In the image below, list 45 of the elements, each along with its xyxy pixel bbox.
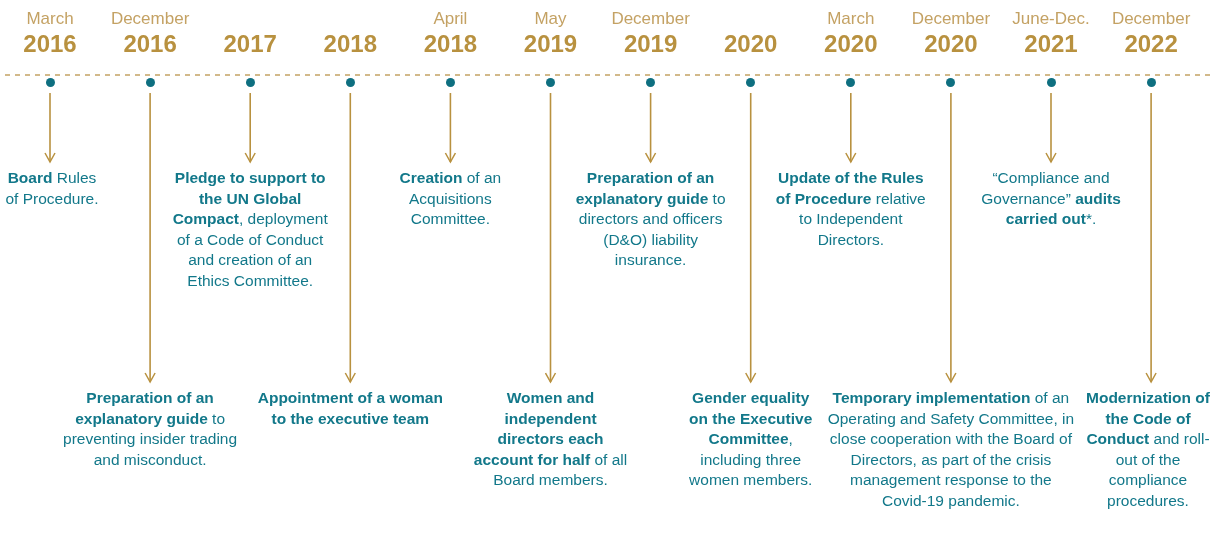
month-label: December [611, 8, 690, 30]
arrow [744, 92, 757, 383]
arrow [344, 92, 357, 383]
month-label: December [1111, 8, 1191, 30]
event-description: Women and independent directors each account for half of all Board members. [472, 388, 629, 490]
arrow [1145, 92, 1157, 383]
year-label: 2021 [1024, 30, 1078, 58]
month-label: December [911, 8, 991, 30]
arrow [544, 92, 557, 383]
event-description: Preparation of an explanatory guide to preventing insider trading and misconduct. [62, 388, 239, 470]
arrow [1045, 92, 1057, 163]
arrow [44, 92, 56, 163]
month-label: March [827, 8, 875, 30]
month-label: June-Dec. [1012, 8, 1090, 30]
arrow [244, 92, 256, 163]
event-description: “Compliance and Governance” audits carried out*. [980, 168, 1122, 229]
year-label: 2016 [123, 30, 177, 58]
year-label: 2019 [523, 30, 578, 58]
year-label: 2019 [623, 30, 678, 58]
arrow [945, 92, 957, 383]
year-label: 2016 [23, 30, 77, 58]
month-label: March [26, 8, 74, 30]
event-description: Pledge to support to the UN Global Compact, deployment of a Code of Conduct and creation of an Ethics Committee. [171, 168, 329, 291]
event-description: Modernization of the Code of Conduct and roll-out of the compliance procedures. [1085, 388, 1211, 511]
event-description: Creation of an Acquisitions Committee. [398, 168, 503, 229]
event-description: Update of the Rules of Procedure relative to Independent Directors. [774, 168, 927, 250]
arrow [644, 92, 657, 163]
event-description: Appointment of a woman to the executive team [256, 388, 444, 429]
year-label: 2020 [924, 30, 978, 58]
year-label: 2022 [1124, 30, 1178, 58]
year-label: 2017 [223, 30, 277, 58]
event-description: Gender equality on the Executive Committee, including three women members. [688, 388, 814, 490]
year-label: 2020 [824, 30, 878, 58]
year-label: 2018 [423, 30, 478, 58]
arrow [444, 92, 457, 163]
arrow [144, 92, 156, 383]
event-description: Preparation of an explanatory guide to directors and officers (D&O) liability insurance. [574, 168, 727, 270]
month-label: May [534, 8, 567, 30]
month-label: April [433, 8, 468, 30]
event-description: Board Rules of Procedure. [4, 168, 100, 209]
year-label: 2018 [323, 30, 377, 58]
month-label: December [110, 8, 190, 30]
event-description: Temporary implementation of an Operating and Safety Committee, in close cooperation with the Board of Directors, as part of the crisis management response to the Covid-19 pandemic. [826, 388, 1076, 511]
arrow [845, 92, 857, 163]
year-label: 2020 [724, 30, 778, 58]
